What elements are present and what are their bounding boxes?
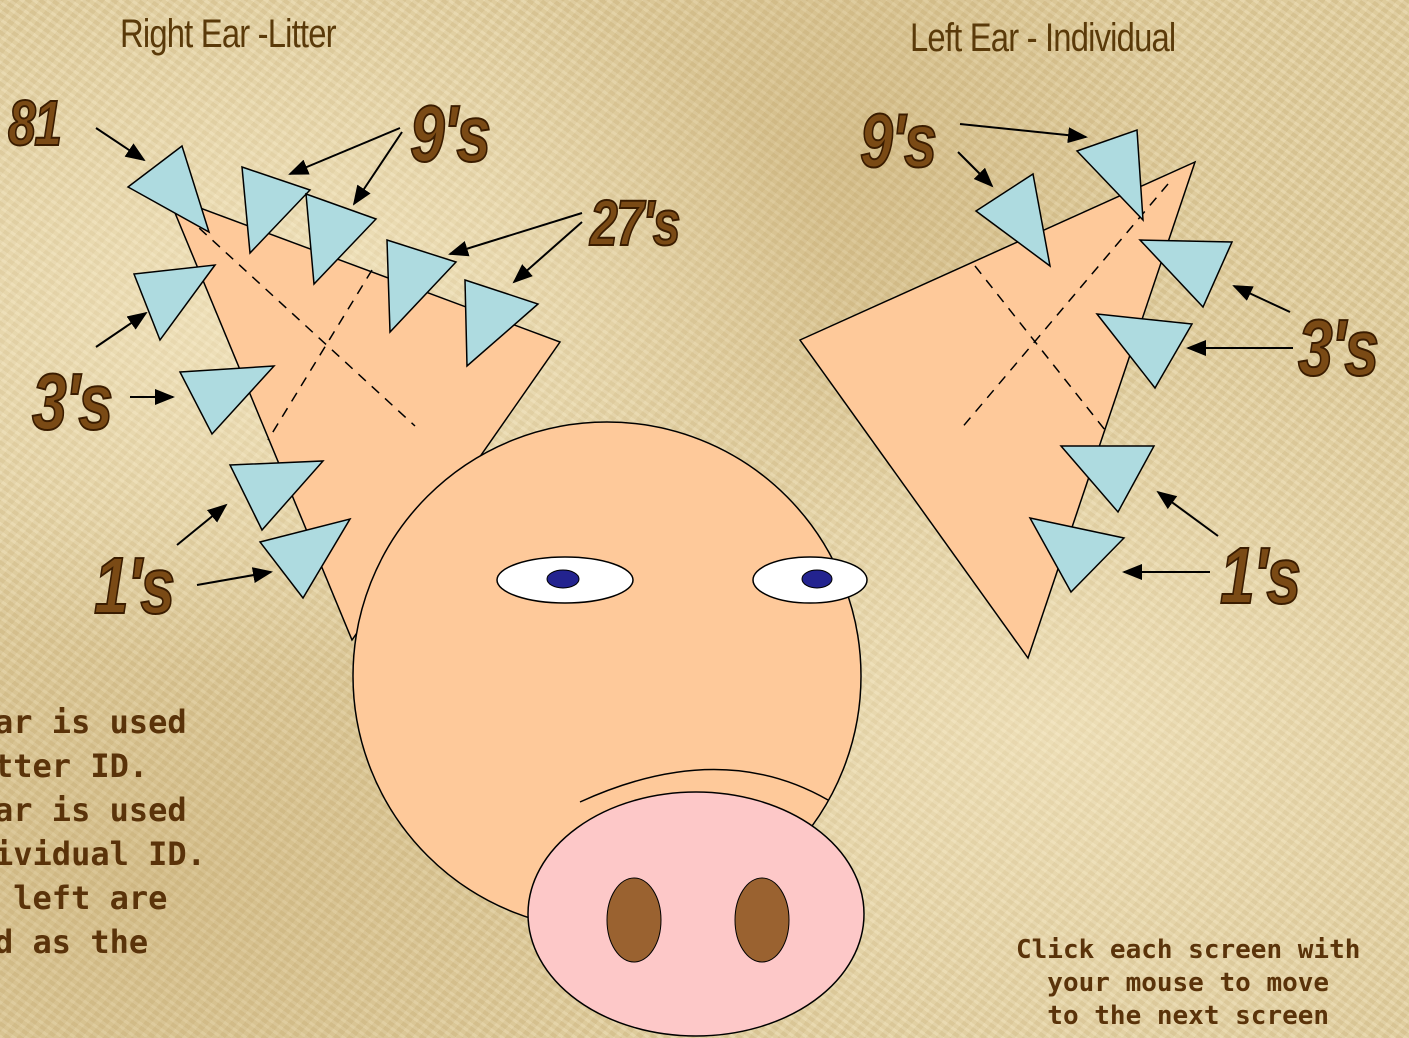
right-nostril: [735, 878, 789, 962]
label-left-9s: 9's: [860, 98, 935, 185]
label-27s: 27's: [590, 186, 679, 260]
explanation-line: ividual ID.: [0, 832, 206, 876]
left-ear-title: Left Ear - Individual: [910, 16, 1175, 61]
right-ear-title: Right Ear -Litter: [120, 12, 336, 57]
explanation-line: d as the: [0, 920, 206, 964]
label-81: 81: [8, 86, 60, 160]
hint-line: to the next screen: [1016, 1000, 1360, 1033]
explanation-text: ar is used tter ID. ar is used ividual I…: [0, 700, 206, 964]
label-right-3s: 3's: [32, 356, 112, 448]
notch-81: [128, 146, 209, 232]
navigation-hint[interactable]: Click each screen with your mouse to mov…: [1016, 934, 1360, 1033]
left-eye: [497, 557, 633, 603]
hint-line: Click each screen with: [1016, 934, 1360, 967]
left-nostril: [607, 878, 661, 962]
explanation-line: ar is used: [0, 788, 206, 832]
snout: [528, 792, 864, 1036]
label-right-9s: 9's: [410, 88, 490, 180]
label-right-1s: 1's: [94, 540, 174, 632]
right-eye: [753, 557, 867, 603]
notch-3-a: [134, 265, 215, 340]
explanation-line: tter ID.: [0, 744, 206, 788]
explanation-line: left are: [0, 876, 206, 920]
explanation-line: ar is used: [0, 700, 206, 744]
label-left-3s: 3's: [1298, 302, 1378, 394]
label-left-1s: 1's: [1220, 530, 1300, 622]
hint-line: your mouse to move: [1016, 967, 1360, 1000]
